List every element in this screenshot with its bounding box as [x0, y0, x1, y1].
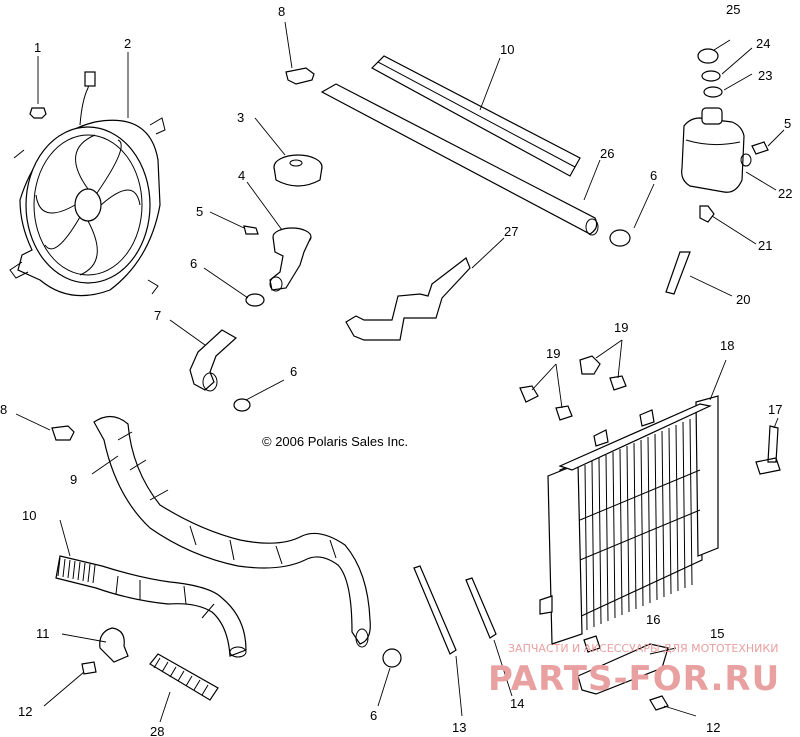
mount-bracket-15	[577, 643, 669, 695]
spacer-16	[583, 635, 601, 653]
corrugated-hose-10-top	[371, 55, 581, 177]
fitting-8-left	[51, 425, 75, 441]
callout-13: 13	[452, 720, 466, 735]
callout-6-upper: 6	[190, 256, 197, 271]
callout-2: 2	[124, 36, 131, 51]
callout-12-left: 12	[18, 704, 32, 719]
screw-1	[29, 107, 47, 119]
clip-21	[699, 205, 715, 223]
radiator-cap	[273, 154, 323, 187]
callout-19-left: 19	[546, 346, 560, 361]
callout-11: 11	[36, 626, 50, 641]
callout-14: 14	[510, 696, 524, 711]
hose-clamp-6-mid	[233, 398, 251, 412]
fan-assembly	[9, 71, 166, 297]
callout-27: 27	[504, 224, 518, 239]
nut-19-a	[579, 355, 601, 375]
hose-clamp-6-right	[609, 229, 631, 247]
coolant-reservoir	[681, 107, 752, 193]
callout-6-bottom: 6	[370, 708, 377, 723]
clamp-11	[99, 627, 129, 663]
callout-12-right: 12	[706, 720, 720, 735]
callout-8-left: 8	[0, 402, 7, 417]
callout-23: 23	[758, 68, 772, 83]
tube-26	[320, 83, 598, 235]
screw-5-left	[243, 225, 259, 235]
nut-19-d	[555, 405, 573, 421]
hose-9	[93, 415, 371, 645]
callout-9: 9	[70, 472, 77, 487]
callout-6-right: 6	[650, 168, 657, 183]
callout-28: 28	[150, 724, 164, 737]
callout-5-left: 5	[196, 204, 203, 219]
filler-neck	[269, 227, 312, 292]
screw-12-left	[81, 661, 97, 675]
hose-clamp-6-bottom	[382, 648, 402, 668]
nut-19-b	[609, 375, 627, 391]
bolt-14	[465, 577, 497, 639]
callout-15: 15	[710, 626, 724, 641]
callout-20: 20	[736, 292, 750, 307]
hose-7	[189, 329, 238, 391]
ring-23	[703, 86, 723, 98]
sleeve-28	[149, 653, 219, 701]
watermark-logo: PARTS-FOR.RU	[488, 659, 780, 699]
callout-22: 22	[778, 186, 792, 201]
hose-10-lower-corrugation	[57, 557, 96, 584]
nut-19-c	[519, 385, 539, 403]
callout-7: 7	[154, 308, 161, 323]
leader-lines	[15, 21, 785, 723]
callout-26: 26	[600, 146, 614, 161]
callout-4: 4	[238, 168, 245, 183]
screw-5-right	[751, 141, 769, 155]
copyright-notice: © 2006 Polaris Sales Inc.	[262, 434, 408, 449]
watermark-tagline: ЗАПЧАСТИ И АКСЕССУАРЫ ДЛЯ МОТОТЕХНИКИ	[508, 642, 778, 655]
callout-5-right: 5	[784, 116, 791, 131]
callout-10-top: 10	[500, 42, 514, 57]
radiator	[539, 395, 719, 645]
callout-6-mid: 6	[290, 364, 297, 379]
callout-24: 24	[756, 36, 770, 51]
callout-19-right: 19	[614, 320, 628, 335]
fitting-8-top	[285, 67, 315, 85]
callout-17: 17	[768, 402, 782, 417]
callout-16: 16	[646, 612, 660, 627]
reservoir-cap-25	[697, 48, 719, 64]
bolt-17	[755, 425, 781, 475]
overflow-hose-20	[665, 251, 691, 295]
callout-8-top: 8	[278, 4, 285, 19]
callout-21: 21	[758, 238, 772, 253]
bracket-27	[345, 257, 471, 341]
bolt-12-right	[649, 695, 669, 711]
bolt-13	[413, 565, 457, 655]
hose-clamp-6-upper	[245, 293, 265, 307]
callout-10-lower: 10	[22, 508, 36, 523]
hose-10-lower	[55, 555, 247, 657]
callout-3: 3	[237, 110, 244, 125]
watermark: ЗАПЧАСТИ И АКСЕССУАРЫ ДЛЯ МОТОТЕХНИКИ PA…	[488, 642, 780, 699]
callout-25: 25	[726, 2, 740, 17]
callout-18: 18	[720, 338, 734, 353]
callout-1: 1	[34, 40, 41, 55]
seal-24	[701, 70, 721, 82]
